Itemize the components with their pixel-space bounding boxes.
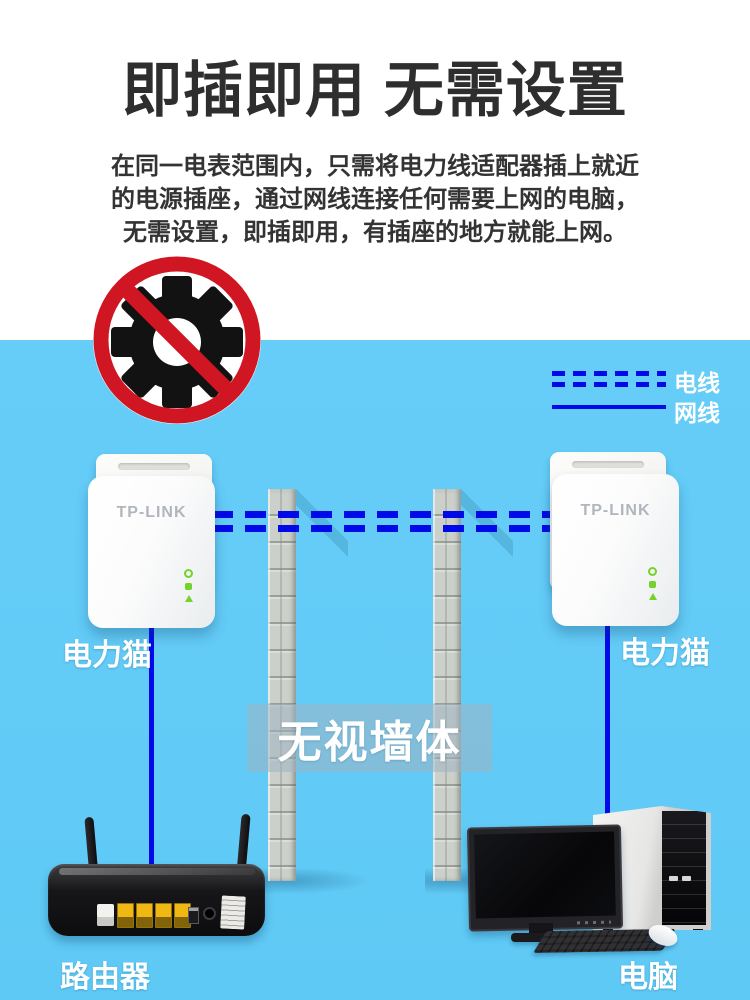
tower-button bbox=[682, 876, 691, 881]
lan-port bbox=[136, 903, 153, 928]
brick-wall bbox=[433, 489, 461, 881]
legend-power-line-sample bbox=[552, 382, 666, 387]
powerline-led-icon bbox=[649, 581, 656, 588]
socket-notch bbox=[118, 463, 190, 470]
ethernet-led-icon bbox=[648, 593, 657, 600]
monitor-buttons bbox=[576, 920, 611, 925]
adapter-right-label: 电力猫 bbox=[620, 637, 710, 670]
adapter-body: TP-LINK bbox=[88, 476, 215, 628]
router-label-sticker bbox=[220, 895, 246, 930]
description-line: 的电源插座，通过网线连接任何需要上网的电脑， bbox=[111, 186, 639, 213]
wall-caption-band: 无视墙体 bbox=[247, 704, 492, 772]
legend-network-line-sample bbox=[552, 405, 666, 409]
legend-power-line-label: 电线 bbox=[674, 370, 720, 396]
lan-port bbox=[155, 903, 172, 928]
router-highlight bbox=[59, 868, 255, 875]
ethernet-led-icon bbox=[184, 595, 193, 602]
router-power-jack bbox=[203, 907, 216, 920]
led-indicators bbox=[184, 569, 193, 602]
power-line-cable bbox=[212, 511, 552, 518]
page-title: 即插即用 无需设置 bbox=[122, 57, 628, 124]
adapter-body: TP-LINK bbox=[552, 474, 679, 626]
socket-notch bbox=[572, 461, 644, 468]
tower-foot bbox=[693, 929, 703, 930]
router-usb-port bbox=[188, 907, 199, 924]
power-line-cable bbox=[212, 525, 552, 532]
powerline-adapter-right: TP-LINK bbox=[545, 450, 679, 628]
powerline-adapter-left: TP-LINK bbox=[88, 452, 222, 630]
brick-wall bbox=[268, 489, 296, 881]
no-settings-icon bbox=[93, 256, 261, 424]
led-indicators bbox=[648, 567, 657, 600]
legend-network-line-label: 网线 bbox=[674, 400, 720, 426]
brand-logo: TP-LINK bbox=[116, 504, 187, 521]
legend-power-line-sample bbox=[552, 371, 666, 376]
router-label: 路由器 bbox=[60, 961, 150, 994]
router-lan-ports bbox=[117, 903, 191, 928]
router-phone-port bbox=[97, 904, 114, 926]
monitor bbox=[466, 824, 624, 932]
wall-caption: 无视墙体 bbox=[277, 718, 462, 767]
network-cable-to-computer bbox=[605, 612, 610, 814]
router bbox=[45, 810, 270, 945]
network-cable-to-router bbox=[149, 612, 154, 893]
computer-label: 电脑 bbox=[618, 961, 678, 994]
monitor-screen bbox=[474, 831, 616, 919]
power-led-icon bbox=[184, 569, 193, 578]
power-led-icon bbox=[648, 567, 657, 576]
tower-button bbox=[669, 876, 678, 881]
page-description: 在同一电表范围内，只需将电力线适配器插上就近 的电源插座，通过网线连接任何需要上… bbox=[0, 150, 750, 249]
description-line: 无需设置，即插即用，有插座的地方就能上网。 bbox=[123, 219, 627, 246]
brand-logo: TP-LINK bbox=[580, 502, 651, 519]
tower-drive-buttons bbox=[669, 876, 699, 882]
powerline-led-icon bbox=[185, 583, 192, 590]
adapter-left-label: 电力猫 bbox=[62, 639, 152, 672]
description-line: 在同一电表范围内，只需将电力线适配器插上就近 bbox=[111, 153, 639, 180]
lan-port bbox=[117, 903, 134, 928]
computer bbox=[455, 790, 750, 965]
tower-front-panel bbox=[662, 811, 706, 925]
